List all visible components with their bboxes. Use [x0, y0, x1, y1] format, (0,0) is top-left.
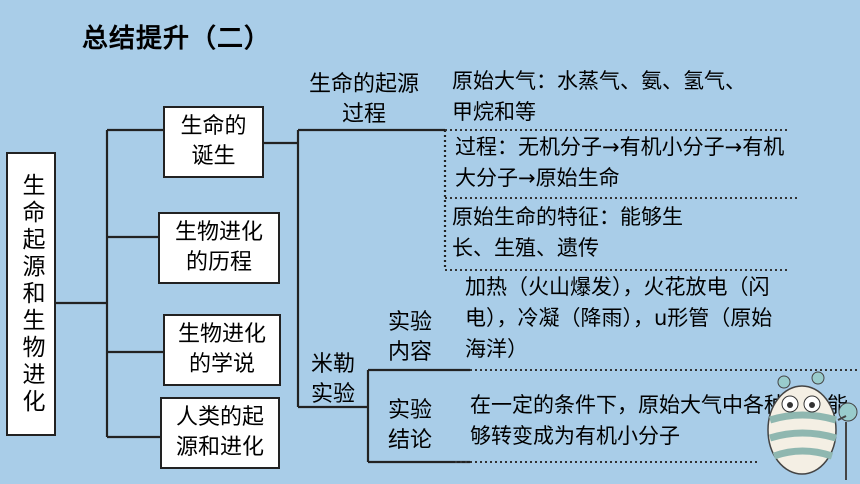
page-title: 总结提升（二）	[82, 24, 272, 54]
striped-monster-mascot-icon	[767, 371, 858, 480]
branch-box-evolution-history: 生物进化的历程	[158, 212, 280, 284]
branch-box-life-birth: 生命的诞生	[163, 106, 264, 178]
branch-label: 生命的诞生	[180, 114, 247, 169]
origin-process-label: 生命的起源过程	[308, 72, 419, 127]
experiment-conclusion-label: 实验结论	[387, 398, 432, 453]
origin-detail-features: 原始生命的特征：能够生长、生殖、遗传	[452, 205, 683, 260]
branch-box-human-origin: 人类的起源和进化	[160, 397, 280, 469]
root-label: 生命起源和生物进化	[18, 172, 44, 416]
origin-detail-atmosphere: 原始大气：水蒸气、氨、氢气、甲烷和等	[452, 69, 746, 124]
experiment-content-label: 实验内容	[387, 310, 432, 365]
branch-label: 生物进化的学说	[177, 322, 266, 377]
miller-label: 米勒实验	[310, 352, 355, 407]
origin-detail-process: 过程：无机分子→有机小分子→有机大分子→原始生命	[455, 135, 785, 190]
root-box: 生命起源和生物进化	[6, 152, 56, 436]
experiment-content-text: 加热（火山爆发），火花放电（闪电），冷凝（降雨），u形管（原始海洋）	[465, 275, 773, 361]
branch-box-evolution-theories: 生物进化的学说	[163, 314, 281, 386]
branch-label: 人类的起源和进化	[175, 405, 264, 460]
branch-label: 生物进化的历程	[174, 220, 263, 275]
